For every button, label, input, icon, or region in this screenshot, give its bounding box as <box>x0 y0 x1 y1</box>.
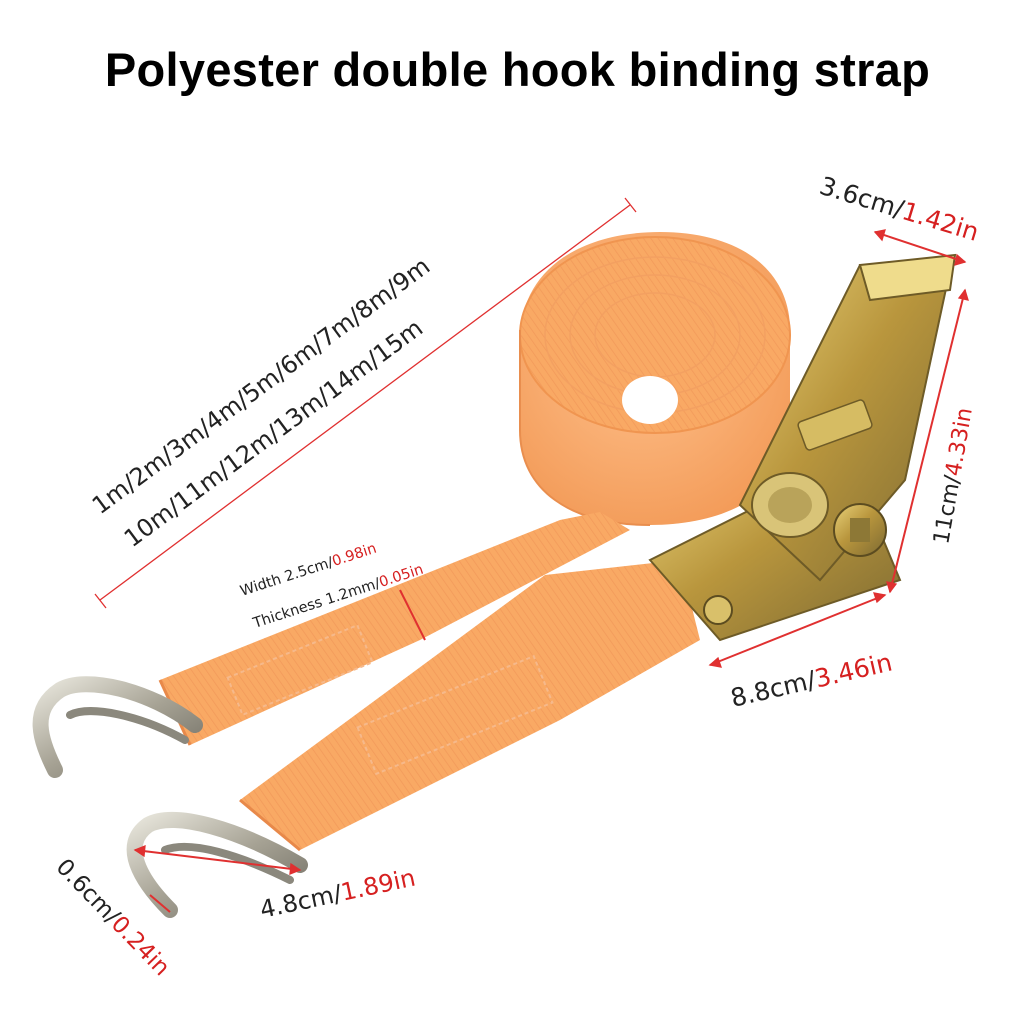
ratchet-buckle <box>648 253 957 642</box>
hook-top <box>32 676 203 778</box>
dimension-lines <box>94 197 969 913</box>
hook-bottom <box>126 811 308 918</box>
page-title: Polyester double hook binding strap <box>104 43 931 96</box>
hook-diameter-label: 0.6cm/0.24in <box>51 854 175 981</box>
handle-width-label: 3.6cm/1.42in <box>816 171 982 247</box>
ratchet-length-label: 11cm/4.33in <box>929 406 978 546</box>
length-options-line2: 10m/11m/12m/13m/14m/15m <box>119 314 428 553</box>
strap-roll <box>519 232 791 526</box>
short-strap <box>239 560 700 852</box>
ratchet-base-label: 8.8cm/3.46in <box>728 648 895 713</box>
